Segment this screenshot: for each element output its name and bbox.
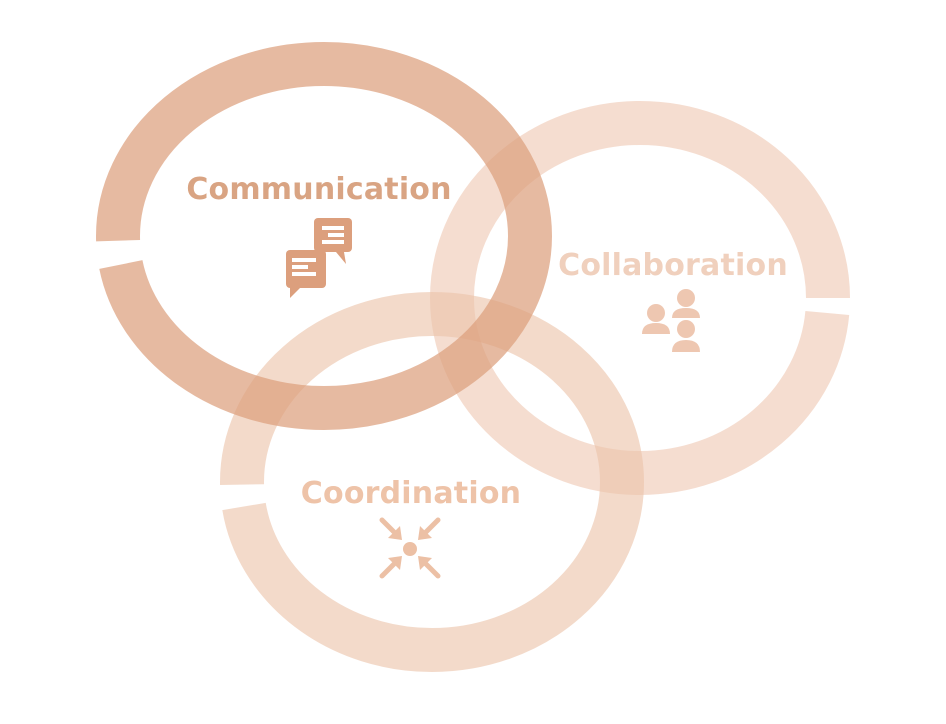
coordination-ring bbox=[220, 292, 644, 672]
communication-label: Communication bbox=[186, 172, 452, 207]
chat-bubbles-icon bbox=[286, 218, 352, 298]
converging-arrows-icon bbox=[379, 517, 441, 579]
coordination-label: Coordination bbox=[300, 476, 522, 511]
collaboration-label: Collaboration bbox=[558, 248, 788, 283]
people-group-icon bbox=[642, 289, 700, 352]
communication-ring bbox=[96, 42, 552, 430]
